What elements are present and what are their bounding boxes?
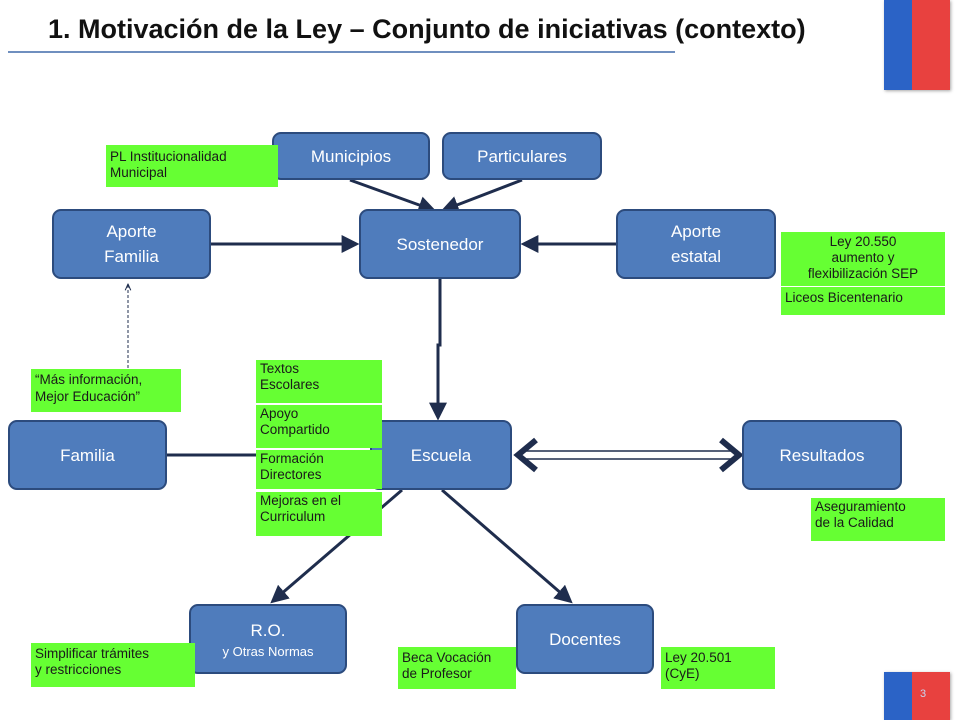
node-aporte-estatal-line1: Aporte [670,222,722,241]
node-sostenedor: Sostenedor [359,209,521,279]
node-aporte-familia: Aporte Familia [52,209,211,279]
node-municipios-label: Municipios [310,146,392,166]
label-simplificar-line2: y restricciones [35,662,122,677]
arrow-municipios-sostenedor [349,178,437,214]
label-beca-line1: Beca Vocación [402,650,492,665]
arrow-escuela-docentes [441,488,573,604]
label-ley20550-line3: flexibilización SEP [807,266,919,281]
label-pl-line2: Municipal [110,165,168,180]
label-pl-line1: PL Institucionalidad [110,149,227,164]
node-familia-label: Familia [60,445,115,465]
label-mejoras-line2: Curriculum [260,509,326,524]
label-textos-line2: Escolares [260,377,320,392]
flag-blue-stripe [884,672,912,720]
label-apoyo-line2: Compartido [260,422,330,437]
node-particulares: Particulares [442,132,602,180]
label-aseguramiento-line1: Aseguramiento [815,499,906,514]
label-aseguramiento-calidad: Aseguramiento de la Calidad [811,498,945,541]
label-mas-informacion: “Más información, Mejor Educación” [31,369,181,412]
label-mejoras-curriculum: Mejoras en el Curriculum [256,492,382,536]
arrow-sostenedor-escuela [429,279,447,421]
label-apoyo-compartido: Apoyo Compartido [256,405,382,448]
label-liceos-bicentenario: Liceos Bicentenario [781,287,945,315]
node-docentes-label: Docentes [549,629,621,649]
label-ley-20501: Ley 20.501 (CyE) [661,647,775,689]
node-aporte-familia-line2: Familia [104,247,159,266]
node-aporte-estatal: Aporte estatal [616,209,776,279]
label-ley20550-line2: aumento y [831,250,895,265]
label-liceos-text: Liceos Bicentenario [785,290,903,305]
label-mejoras-line1: Mejoras en el [260,493,342,508]
title-underline [8,51,675,53]
flag-red-stripe [912,672,950,720]
node-ro: R.O. y Otras Normas [189,604,347,674]
double-arrow-head-left [513,437,538,473]
node-resultados: Resultados [742,420,902,490]
label-formacion-line1: Formación [260,451,324,466]
node-particulares-label: Particulares [477,146,567,166]
chile-flag-top [884,0,950,90]
double-arrow-head-right [719,437,744,473]
node-aporte-familia-line1: Aporte [106,222,157,241]
node-escuela: Escuela [370,420,512,490]
label-formacion-directores: Formación Directores [256,450,382,489]
node-escuela-label: Escuela [410,445,472,465]
label-ley-20550: Ley 20.550 aumento y flexibilización SEP [781,232,945,286]
chile-flag-bottom [884,672,950,720]
label-beca-vocacion: Beca Vocación de Profesor [398,647,516,689]
node-sostenedor-label: Sostenedor [396,234,484,254]
node-ro-line2: y Otras Normas [222,643,314,659]
label-ley20501-line1: Ley 20.501 [665,650,732,665]
label-ley20550-line1: Ley 20.550 [829,234,897,249]
flag-blue-stripe [884,0,912,90]
page-number: 3 [920,688,927,700]
label-textos-escolares: Textos Escolares [256,360,382,403]
node-familia: Familia [8,420,167,490]
label-formacion-line2: Directores [260,467,322,482]
label-aseguramiento-line2: de la Calidad [815,515,894,530]
page-title: 1. Motivación de la Ley – Conjunto de in… [48,14,806,44]
node-resultados-label: Resultados [779,445,865,465]
label-simplificar-tramites: Simplificar trámites y restricciones [31,643,195,687]
label-mas-info-line1: “Más información, [35,372,143,387]
flag-red-stripe [912,0,950,90]
label-mas-info-line2: Mejor Educación” [35,389,141,404]
node-ro-line1: R.O. [250,620,286,640]
node-docentes: Docentes [516,604,654,674]
label-textos-line1: Textos [260,361,300,376]
label-ley20501-line2: (CyE) [665,666,700,681]
label-beca-line2: de Profesor [402,666,472,681]
label-pl-institucionalidad: PL Institucionalidad Municipal [106,145,278,187]
label-simplificar-line1: Simplificar trámites [35,646,150,661]
node-aporte-estatal-line2: estatal [670,247,722,266]
node-municipios: Municipios [272,132,430,180]
arrow-particulares-sostenedor [440,178,523,214]
label-apoyo-line1: Apoyo [260,406,299,421]
